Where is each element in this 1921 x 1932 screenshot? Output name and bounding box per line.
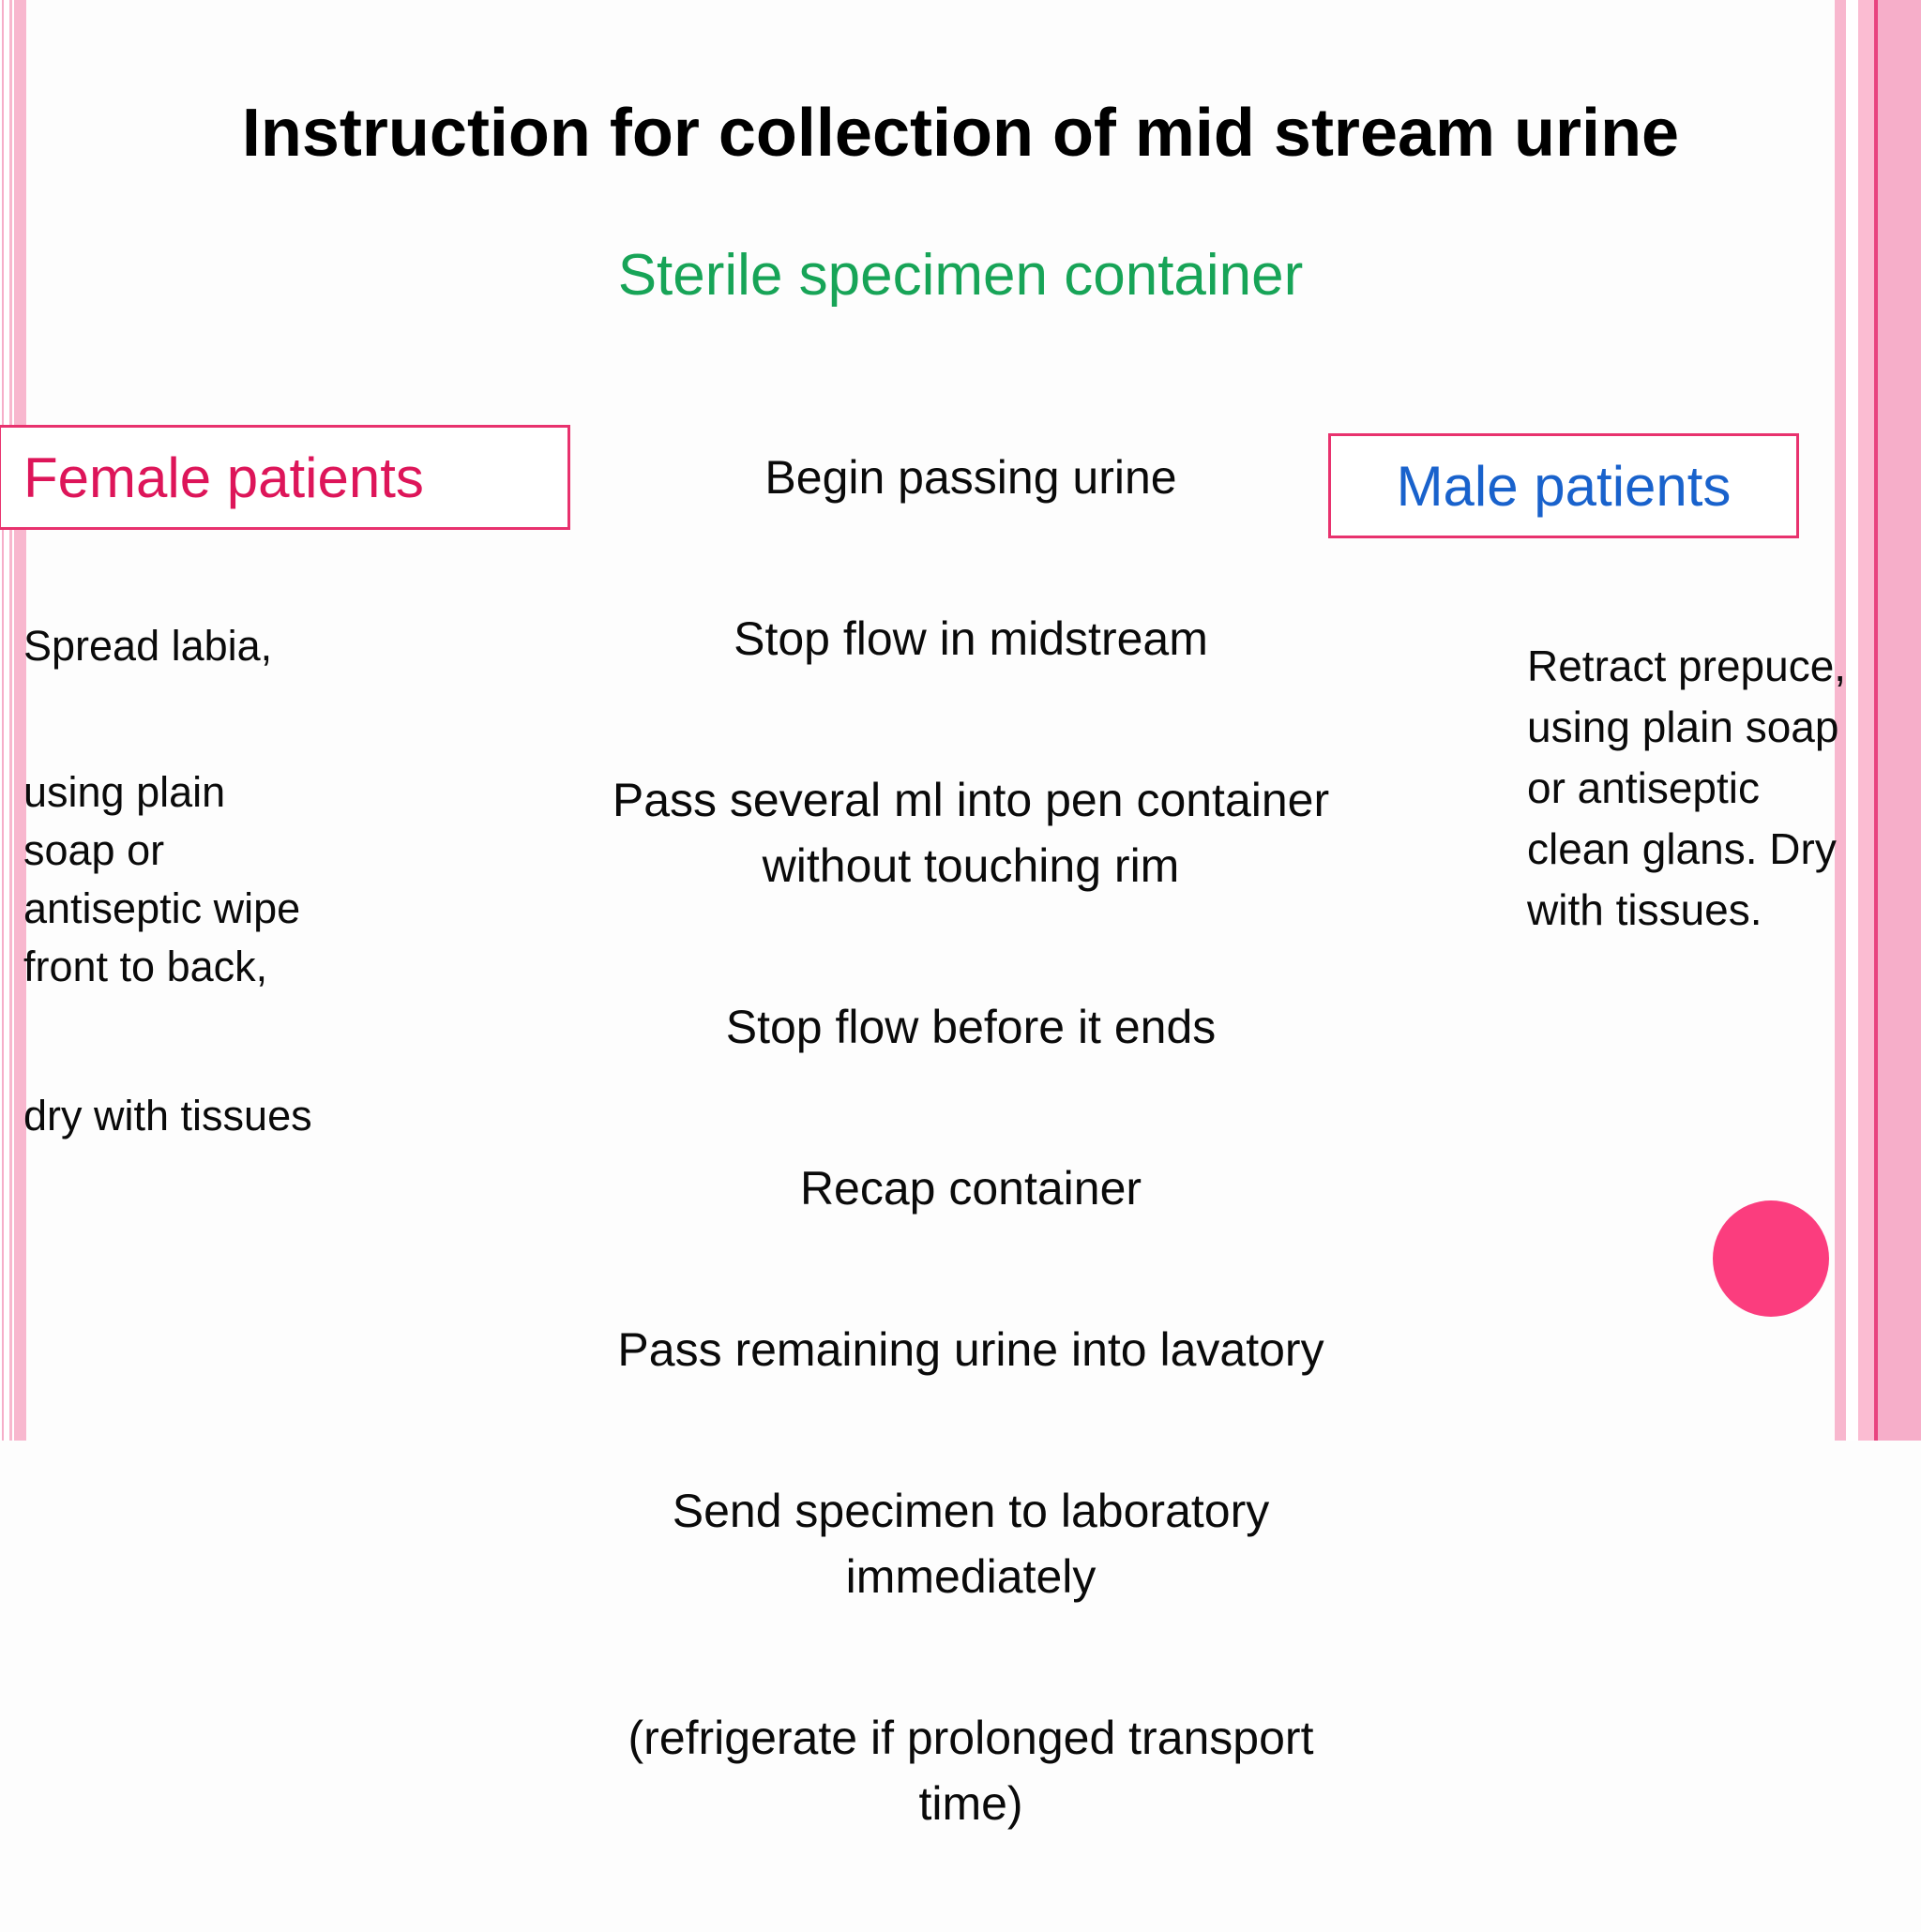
male-patients-box: Male patients xyxy=(1328,433,1799,538)
collection-step: Pass remaining urine into lavatory xyxy=(617,1323,1324,1376)
female-instruction-paragraph: using plain soap or antiseptic wipe fron… xyxy=(23,768,301,990)
female-instruction-paragraph: Spread labia, xyxy=(23,622,273,670)
male-patients-label: Male patients xyxy=(1396,454,1732,518)
male-instructions-column: Retract prepuce, using plain soap or ant… xyxy=(1527,575,1902,941)
slide-title: Instruction for collection of mid stream… xyxy=(241,96,1680,171)
right-border-stripes xyxy=(1835,0,1921,1441)
pink-circle-decoration xyxy=(1713,1200,1829,1317)
collection-step: Stop flow in midstream xyxy=(734,612,1208,665)
subtitle-sterile-container: Sterile specimen container xyxy=(617,243,1304,308)
left-border-stripes xyxy=(0,0,26,1441)
female-instructions-column: Spread labia, using plain soap or antise… xyxy=(23,559,380,1203)
collection-step: Stop flow before it ends xyxy=(725,1001,1217,1053)
female-patients-box: Female patients xyxy=(0,425,570,530)
collection-step: (refrigerate if prolonged transport time… xyxy=(628,1712,1314,1830)
presentation-slide: Instruction for collection of mid stream… xyxy=(0,0,1921,1830)
male-instruction-paragraph: Retract prepuce, using plain soap or ant… xyxy=(1527,641,1847,934)
collection-step: Send specimen to laboratory immediately xyxy=(672,1485,1270,1603)
collection-step: Begin passing urine xyxy=(764,451,1177,504)
collection-steps-column: Begin passing urine Stop flow in midstre… xyxy=(413,379,1529,1932)
collection-step: Recap container xyxy=(799,1162,1142,1215)
collection-step: Pass several ml into pen container witho… xyxy=(612,774,1330,892)
female-patients-label: Female patients xyxy=(23,445,424,509)
female-instruction-paragraph: dry with tissues xyxy=(23,1092,312,1140)
